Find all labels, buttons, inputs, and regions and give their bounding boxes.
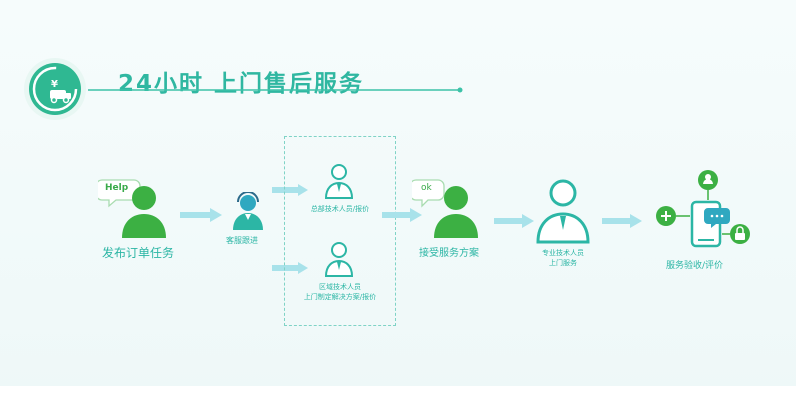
svg-text:¥: ¥ xyxy=(51,79,58,90)
help-bubble-text: Help xyxy=(105,183,129,193)
acceptance-rating-icon xyxy=(656,170,750,248)
arrow-right-icon xyxy=(180,208,222,222)
page-title: 24小时 上门售后服务 xyxy=(118,71,365,97)
step-accept-label: 接受服务方案 xyxy=(419,248,479,259)
service-agent-icon xyxy=(233,192,263,230)
arrow-right-icon xyxy=(272,184,308,196)
arrow-right-icon xyxy=(602,214,642,228)
clock-van-icon: ¥ xyxy=(24,58,86,120)
hq-tech-label: 总部技术人员/报价 xyxy=(310,205,370,213)
regional-tech-line2: 上门制定解决方案/报价 xyxy=(303,293,377,301)
arrow-right-icon xyxy=(272,262,308,274)
step-acceptance-label: 服务验收/评价 xyxy=(666,261,724,271)
professional-technician-icon xyxy=(536,179,590,244)
pro-tech-line2: 上门服务 xyxy=(549,259,577,267)
step-tracking-label: 客服跟进 xyxy=(226,236,258,245)
title-underline xyxy=(88,87,463,93)
technician-icon xyxy=(324,242,354,277)
arrow-right-icon xyxy=(494,214,534,228)
customer-help-icon xyxy=(98,179,166,238)
step-publish-label: 发布订单任务 xyxy=(102,246,175,260)
arrow-right-icon xyxy=(382,208,422,222)
regional-tech-line1: 区域技术人员 xyxy=(319,283,361,291)
technician-group-box xyxy=(284,136,396,326)
technician-icon xyxy=(324,164,354,199)
ok-bubble-text: ok xyxy=(421,183,432,193)
bottom-band xyxy=(0,386,796,408)
pro-tech-line1: 专业技术人员 xyxy=(542,249,584,257)
customer-ok-icon xyxy=(412,179,478,238)
